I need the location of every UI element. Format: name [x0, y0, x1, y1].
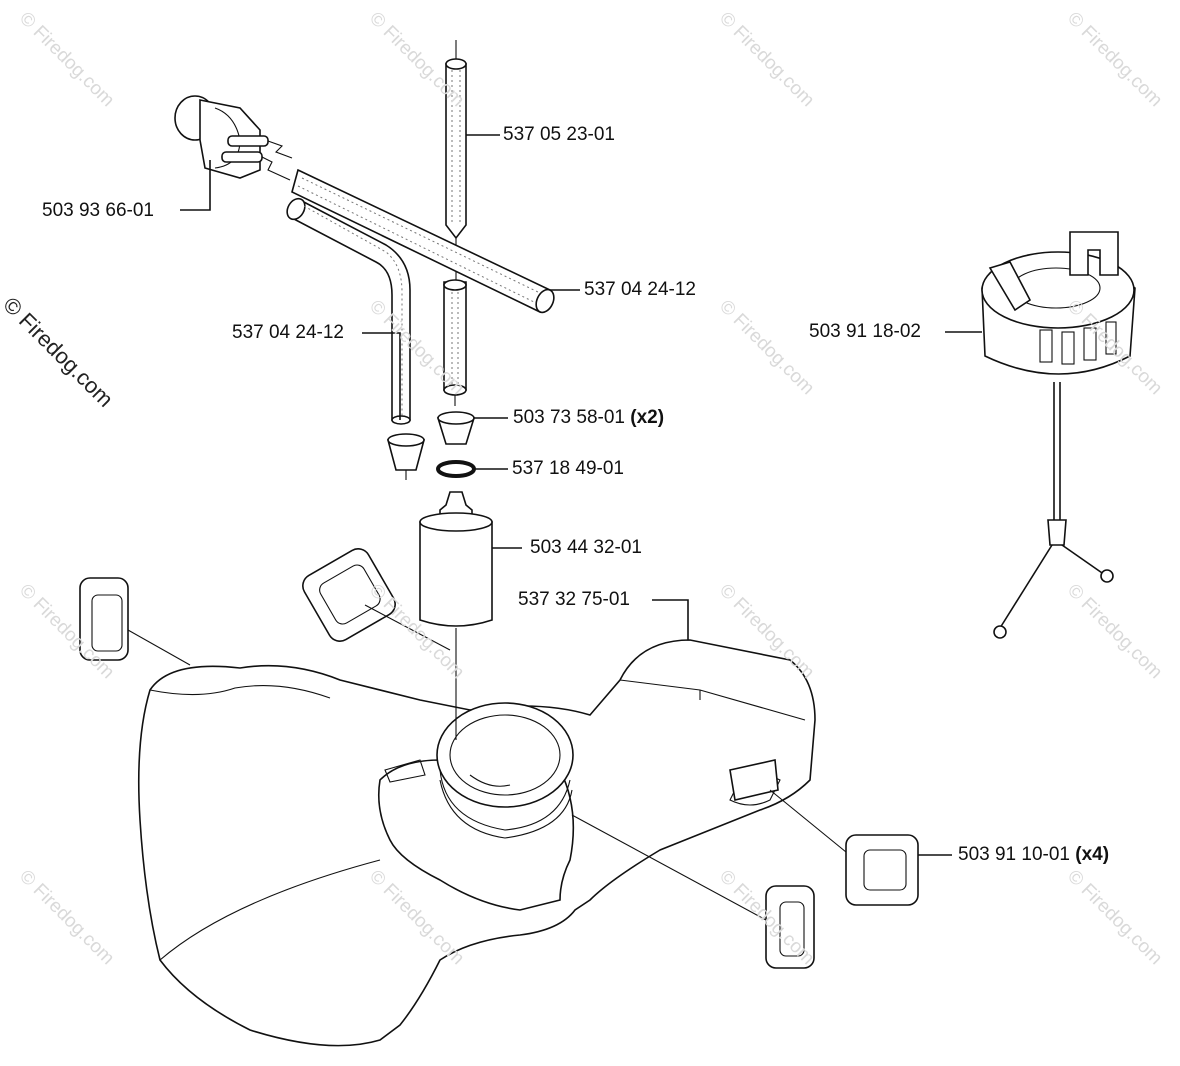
part-number: 537 18 49-01 [512, 458, 624, 479]
part-number: 537 04 24-12 [584, 279, 696, 300]
part-number: 503 73 58-01 [513, 407, 625, 428]
part-number: 537 04 24-12 [232, 322, 344, 343]
part-number: 503 91 10-01 [958, 844, 1070, 865]
part-quantity: (x2) [630, 407, 665, 428]
part-label-grommet: 503 73 58-01 (x2) [513, 407, 664, 429]
part-label-fuel-hose-lower: 537 04 24-12 [232, 322, 344, 344]
fuel-hose-drawings [286, 168, 555, 425]
pickup-body-drawing [174, 95, 293, 181]
part-quantity: (x4) [1075, 844, 1110, 865]
part-label-pickup-body: 503 93 66-01 [42, 200, 154, 222]
fuel-cap-drawing [981, 231, 1136, 639]
part-number: 503 91 18-02 [809, 321, 921, 342]
part-label-fuel-cap: 503 91 18-02 [809, 321, 921, 343]
rubber-buffer-drawings [79, 548, 919, 969]
part-label-rubber-buffer: 503 91 10-01 (x4) [958, 844, 1109, 866]
part-label-fuel-hose-upper: 537 04 24-12 [584, 279, 696, 301]
part-label-fuel-tank: 537 32 75-01 [518, 589, 630, 611]
leader-lines [180, 134, 982, 856]
part-number: 537 32 75-01 [518, 589, 630, 610]
part-label-fuel-filter: 503 44 32-01 [530, 537, 642, 559]
vent-tube-drawing [445, 40, 467, 280]
fuel-tank-drawing [137, 639, 816, 1047]
part-number: 537 05 23-01 [503, 124, 615, 145]
grommet-filter-drawings [386, 411, 493, 740]
part-number: 503 93 66-01 [42, 200, 154, 221]
part-label-o-ring: 537 18 49-01 [512, 458, 624, 480]
part-number: 503 44 32-01 [530, 537, 642, 558]
part-label-vent-tube: 537 05 23-01 [503, 124, 615, 146]
